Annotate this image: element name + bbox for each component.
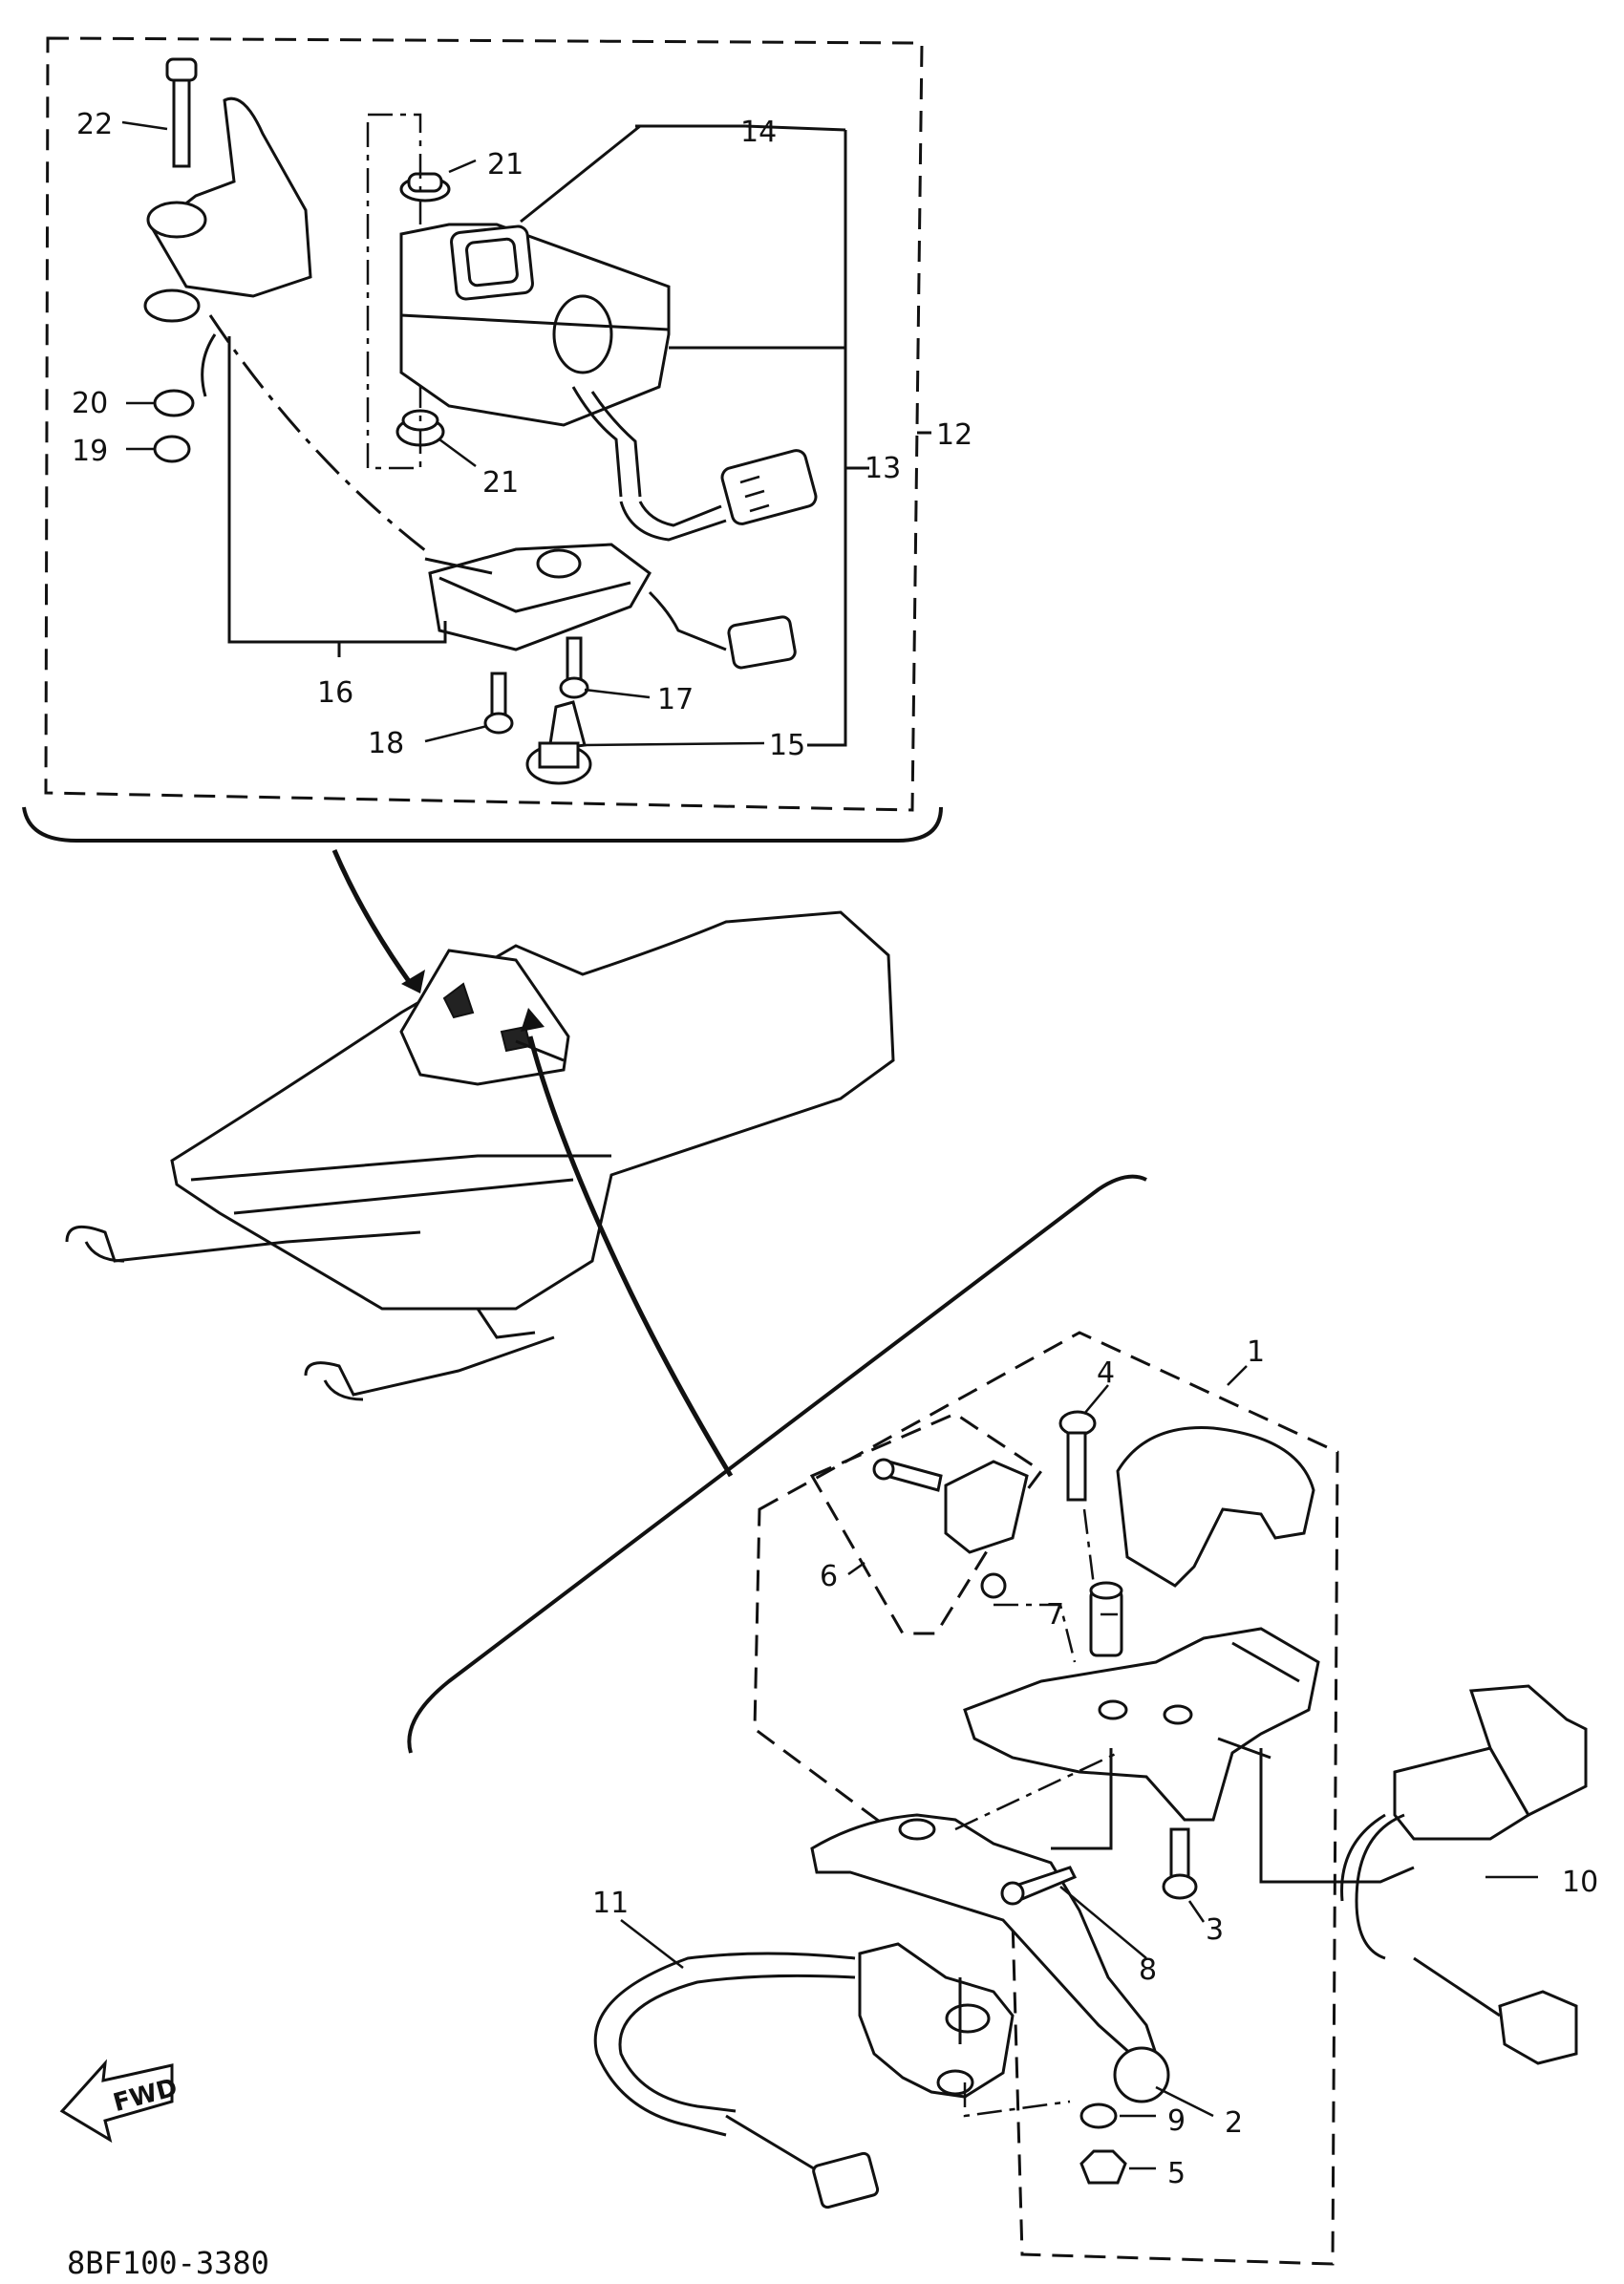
callout-10: 10	[1562, 1866, 1598, 1899]
nut-part-5	[1079, 2149, 1127, 2185]
callout-2: 2	[1225, 2106, 1243, 2140]
spring-part-6	[980, 1572, 1007, 1599]
callout-18: 18	[368, 727, 404, 760]
callout-14: 14	[740, 116, 777, 149]
bolt-part-3	[1162, 1827, 1198, 1900]
screw-part-17	[559, 636, 589, 699]
callout-20: 20	[72, 387, 108, 420]
switch-part-10	[1340, 1684, 1588, 2065]
grommet-part-21-top	[399, 172, 451, 203]
switch-bracket	[143, 96, 312, 397]
callout-21-top: 21	[487, 148, 524, 181]
stopper-block-part-6	[944, 1460, 1029, 1554]
lever-bracket	[963, 1627, 1320, 1822]
callout-19: 19	[72, 435, 108, 468]
screw-part-18	[483, 672, 514, 735]
callout-13: 13	[865, 452, 901, 485]
callout-1: 1	[1247, 1335, 1265, 1369]
callout-22: 22	[76, 108, 113, 141]
plug-part-15	[525, 700, 592, 785]
washer-part-20	[153, 389, 195, 417]
callout-7: 7	[1046, 1598, 1064, 1632]
lower-assembly	[593, 1331, 1588, 2266]
washer-part-9	[1079, 2103, 1118, 2129]
callout-15: 15	[769, 729, 805, 762]
lock-washer-part-19	[153, 435, 191, 463]
callout-11: 11	[592, 1887, 629, 1920]
callout-6: 6	[820, 1560, 838, 1593]
snowmobile-outline	[65, 910, 895, 1401]
lower-housing-part-16	[424, 543, 797, 670]
screw-part-4	[1058, 1410, 1097, 1502]
forward-direction-icon: FWD	[59, 2059, 181, 2144]
callout-21-bottom: 21	[482, 466, 519, 500]
callout-17: 17	[657, 683, 694, 716]
callout-3: 3	[1206, 1913, 1224, 1947]
callout-8: 8	[1139, 1953, 1157, 1987]
bolt-part-22	[165, 57, 198, 168]
throttle-lever-part-2	[810, 1813, 1170, 2103]
wire-harness-part-13	[619, 449, 818, 542]
callout-5: 5	[1167, 2157, 1186, 2190]
screw-part-8	[1000, 1866, 1078, 1906]
callout-9: 9	[1167, 2104, 1186, 2138]
throttle-sensor-part-11	[593, 1942, 1015, 2209]
callout-4: 4	[1097, 1356, 1115, 1390]
callout-labels: 22 21 14 20 19 21 13 12 16 17 18 15 1 4 …	[72, 108, 1598, 2190]
callout-12: 12	[936, 418, 972, 452]
callout-16: 16	[317, 676, 353, 710]
figure-code: 8BF100-3380	[67, 2245, 269, 2281]
lever-cover-cap	[1116, 1426, 1315, 1588]
collar-part-7	[1089, 1581, 1123, 1657]
pin-part-6	[872, 1458, 943, 1492]
upper-inset	[22, 36, 943, 843]
switch-housing-part-14	[399, 223, 671, 498]
